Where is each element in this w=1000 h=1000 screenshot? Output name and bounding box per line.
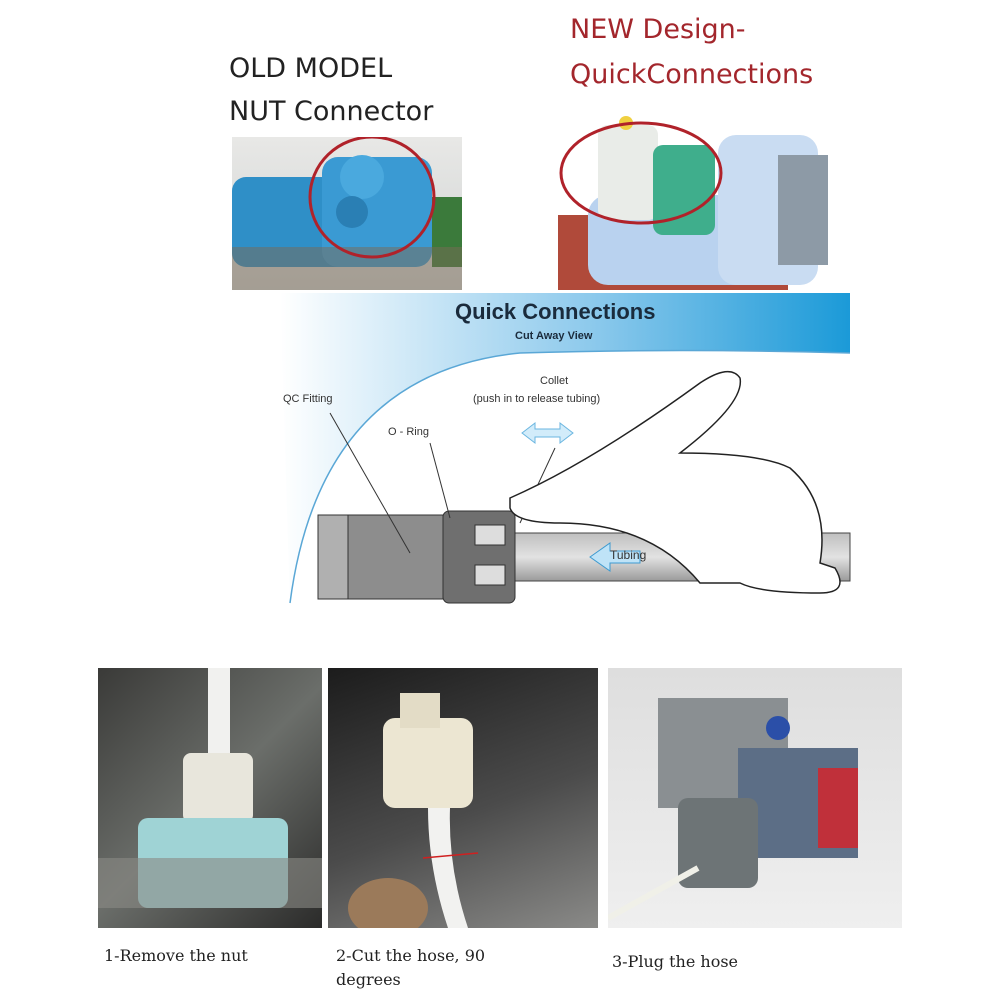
new-valve-illustration — [558, 116, 828, 290]
diagram-title: Quick Connections — [455, 299, 656, 324]
old-valve-illustration — [232, 137, 462, 290]
nut-connector-heading: NUT Connector — [229, 96, 434, 127]
label-collet-note: (push in to release tubing) — [473, 393, 601, 405]
step2-caption-line1: 2-Cut the hose, 90 — [336, 946, 486, 965]
step1-photo — [98, 668, 322, 928]
quick-connections-heading: QuickConnections — [570, 59, 814, 90]
plug-hose-illustration — [608, 698, 858, 921]
step2-photo — [328, 668, 598, 928]
step2-caption-line2: degrees — [336, 970, 401, 989]
new-design-heading: NEW Design- — [570, 14, 746, 45]
step3-caption: 3-Plug the hose — [612, 952, 739, 971]
quick-connection-diagram: Quick Connections Cut Away View QC Fitti… — [260, 293, 860, 613]
cut-hose-illustration — [348, 693, 479, 928]
old-model-heading: OLD MODEL — [229, 53, 393, 84]
remove-nut-illustration — [98, 668, 322, 908]
label-collet: Collet — [540, 375, 569, 387]
label-qc-fitting: QC Fitting — [283, 393, 333, 405]
diagram-subtitle: Cut Away View — [515, 330, 593, 342]
label-o-ring: O - Ring — [388, 426, 429, 438]
step1-caption: 1-Remove the nut — [104, 946, 248, 965]
label-tubing: Tubing — [610, 548, 647, 562]
diagram-artwork — [280, 293, 851, 604]
old-valve-photo — [232, 137, 462, 290]
new-valve-photo — [558, 105, 838, 290]
step3-photo — [608, 668, 902, 928]
